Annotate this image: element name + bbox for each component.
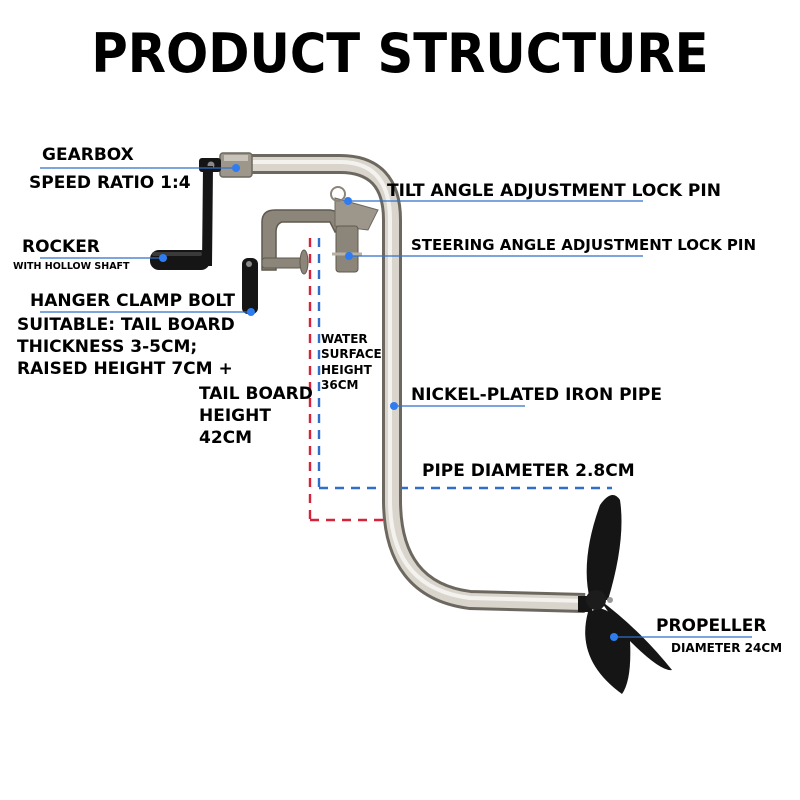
pipe-marker <box>390 402 398 410</box>
rocker-detail: WITH HOLLOW SHAFT <box>13 261 130 272</box>
gearbox-label: GEARBOX <box>42 145 134 165</box>
clamp-marker <box>247 308 255 316</box>
water-surface-label-1: WATER <box>321 332 368 346</box>
hanger-clamp-detail-2: THICKNESS 3-5CM; <box>17 337 198 357</box>
hanger-clamp <box>242 209 344 314</box>
leader-hanger-clamp <box>40 308 255 316</box>
propeller <box>578 495 672 694</box>
tail-board-label-2: HEIGHT <box>199 406 271 426</box>
propeller-marker <box>610 633 618 641</box>
nickel-plated-pipe <box>232 154 586 613</box>
leader-rocker <box>40 254 167 262</box>
pipe-label: NICKEL-PLATED IRON PIPE <box>411 385 662 405</box>
tilt-pin-label: TILT ANGLE ADJUSTMENT LOCK PIN <box>387 181 721 201</box>
leader-steering-pin <box>345 252 643 260</box>
tail-board-label-3: 42CM <box>199 428 253 448</box>
steering-pin-label: STEERING ANGLE ADJUSTMENT LOCK PIN <box>411 236 757 254</box>
hanger-clamp-detail-3: RAISED HEIGHT 7CM + <box>17 359 233 379</box>
hanger-clamp-detail-1: SUITABLE: TAIL BOARD <box>17 315 235 335</box>
rocker-marker <box>159 254 167 262</box>
propeller-label: PROPELLER <box>656 616 767 636</box>
lock-pin-bracket <box>330 186 379 273</box>
tailboard-height-dimension <box>308 238 388 522</box>
page-title: PRODUCT STRUCTURE <box>91 22 709 85</box>
steering-pin-marker <box>345 252 353 260</box>
rocker-label: ROCKER <box>22 237 100 257</box>
water-surface-height-dimension <box>317 238 612 490</box>
propeller-detail: DIAMETER 24CM <box>671 641 783 655</box>
tail-board-label-1: TAIL BOARD <box>199 384 313 404</box>
gearbox-marker <box>232 164 240 172</box>
water-surface-label-4: 36CM <box>321 378 359 392</box>
hanger-clamp-label: HANGER CLAMP BOLT <box>30 291 235 311</box>
gearbox-detail: SPEED RATIO 1:4 <box>29 173 191 193</box>
pipe-diameter-label: PIPE DIAMETER 2.8CM <box>422 461 635 481</box>
water-surface-label-3: HEIGHT <box>321 363 372 377</box>
leader-tilt-pin <box>344 197 643 205</box>
tilt-pin-marker <box>344 197 352 205</box>
water-surface-label-2: SURFACE <box>321 347 382 361</box>
leader-propeller <box>610 633 752 641</box>
leader-gearbox <box>40 164 240 172</box>
leader-pipe <box>390 402 525 410</box>
